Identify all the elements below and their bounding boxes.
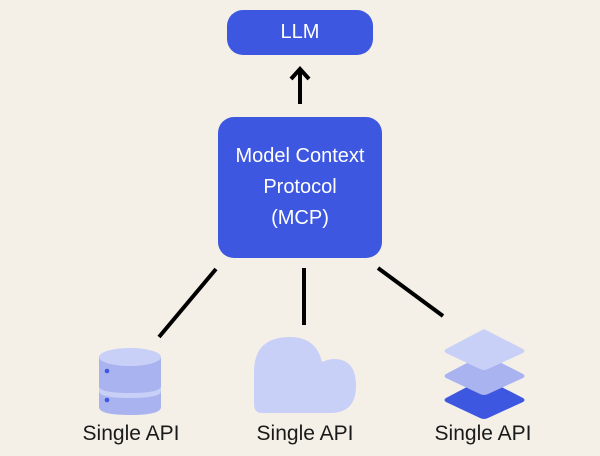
source-label-layers: Single API: [434, 422, 532, 445]
database-icon: [99, 348, 161, 415]
edge-layers-to-mcp: [376, 266, 445, 318]
cloud-icon: [254, 337, 356, 413]
mcp-node: Model Context Protocol (MCP): [218, 117, 382, 258]
mcp-node-line-1: Model Context: [235, 145, 365, 167]
llm-node-label: LLM: [280, 21, 320, 43]
source-label-cloud: Single API: [256, 422, 354, 445]
mcp-node-line-3: (MCP): [271, 207, 329, 229]
source-label-database: Single API: [82, 422, 180, 445]
edge-database-to-mcp: [157, 267, 218, 339]
llm-node: LLM: [227, 10, 373, 55]
layers-icon: [444, 329, 525, 419]
mcp-node-line-2: Protocol: [263, 176, 337, 198]
arrow-mcp-to-llm: [289, 66, 311, 104]
